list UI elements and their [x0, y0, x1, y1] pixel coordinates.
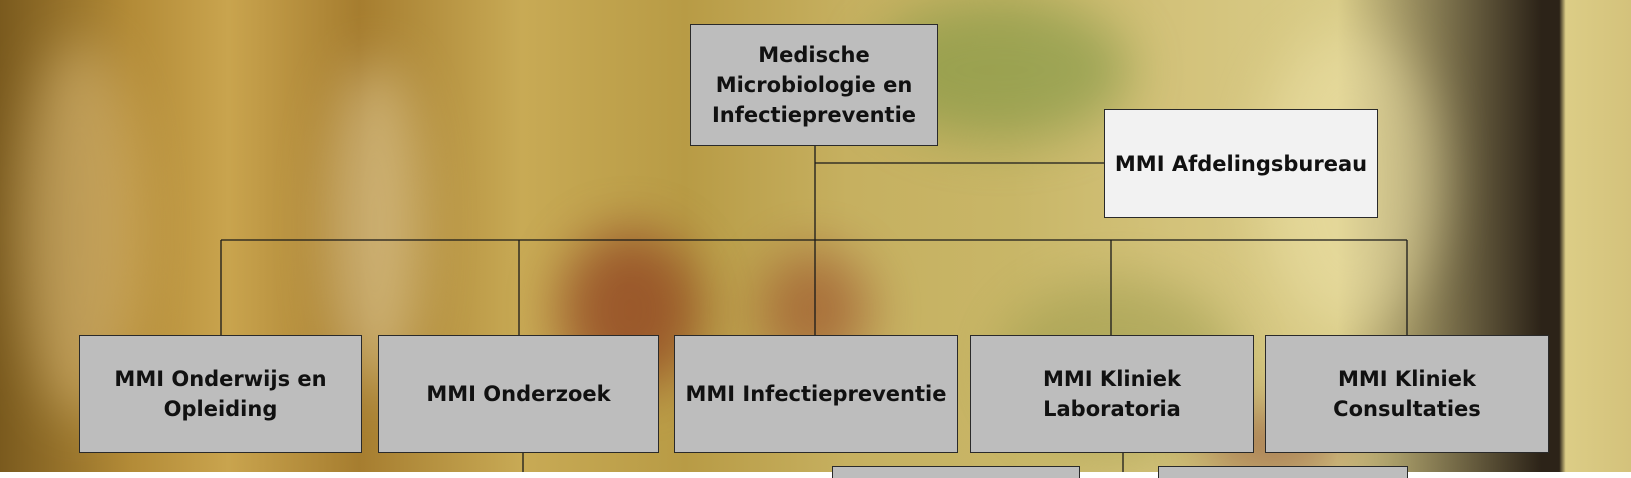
cropped-child-node	[832, 466, 1080, 478]
department-node: MMI Infectiepreventie	[674, 335, 958, 453]
department-node: MMI Onderwijs en Opleiding	[79, 335, 362, 453]
root-node: Medische Microbiologie en Infectiepreven…	[690, 24, 938, 146]
department-node: MMI Kliniek Consultaties	[1265, 335, 1549, 453]
cropped-child-node	[1158, 466, 1408, 478]
staff-node: MMI Afdelingsbureau	[1104, 109, 1378, 218]
department-node: MMI Kliniek Laboratoria	[970, 335, 1254, 453]
department-node: MMI Onderzoek	[378, 335, 659, 453]
